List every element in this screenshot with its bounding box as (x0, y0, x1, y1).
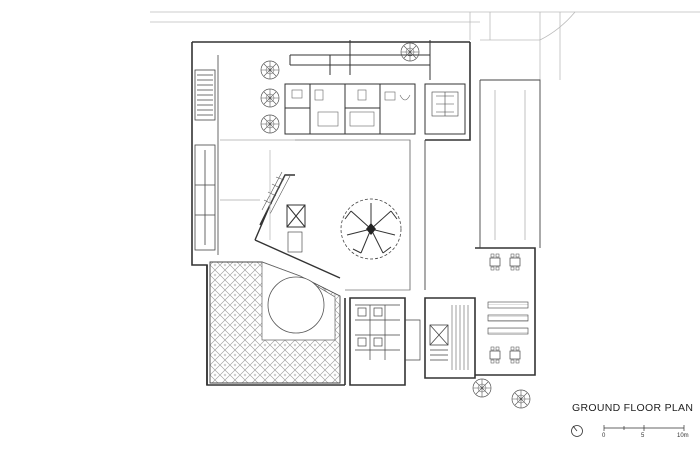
right-wing (424, 79, 541, 290)
north-arrow-icon (571, 425, 583, 437)
cafe-furniture (487, 253, 529, 364)
toilet-fixtures-top (291, 89, 411, 127)
scale-label-0: 0 (602, 433, 606, 439)
left-stair-strip (194, 55, 219, 255)
upper-rooms (284, 40, 466, 135)
street-edge (150, 11, 700, 80)
outer-walls (191, 41, 536, 386)
plan-title: GROUND FLOOR PLAN (572, 402, 694, 414)
scale-label-10m: 10m (677, 433, 689, 439)
lower-core (429, 305, 469, 370)
meeting-table-top (431, 91, 459, 117)
central-courtyard (220, 139, 411, 291)
lower-wc-block (355, 304, 421, 361)
scale-bar (603, 425, 685, 431)
diagonal-wall (254, 174, 341, 279)
courtyard-tree-icon (340, 198, 402, 260)
lift-core (286, 204, 306, 253)
courtyard-round-pool (267, 276, 325, 334)
diagonal-stair (261, 171, 291, 215)
scale-label-5: 5 (641, 433, 645, 439)
